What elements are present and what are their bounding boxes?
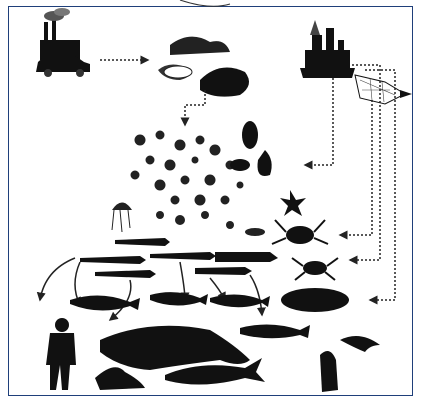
arrows-forage-to-predators	[40, 258, 262, 320]
fish-icon	[80, 238, 278, 278]
factory-car-icon	[36, 8, 90, 77]
top-curve	[180, 0, 230, 6]
plankton-icon	[131, 131, 243, 205]
trawl-net-icon	[355, 75, 412, 104]
arrow-platform-to-benthos	[305, 78, 333, 165]
arrow-ice-to-plankton	[185, 90, 205, 125]
crab-icon	[272, 220, 338, 280]
cod-icon	[70, 288, 349, 312]
arrow-platform-to-urchin	[340, 100, 372, 235]
jellyfish-icon	[112, 203, 265, 237]
benthos-icon	[230, 121, 306, 216]
oil-platform-icon	[300, 20, 355, 78]
ice-floe-icon	[158, 37, 249, 97]
whale-seal-bird-human-icon	[46, 318, 380, 392]
